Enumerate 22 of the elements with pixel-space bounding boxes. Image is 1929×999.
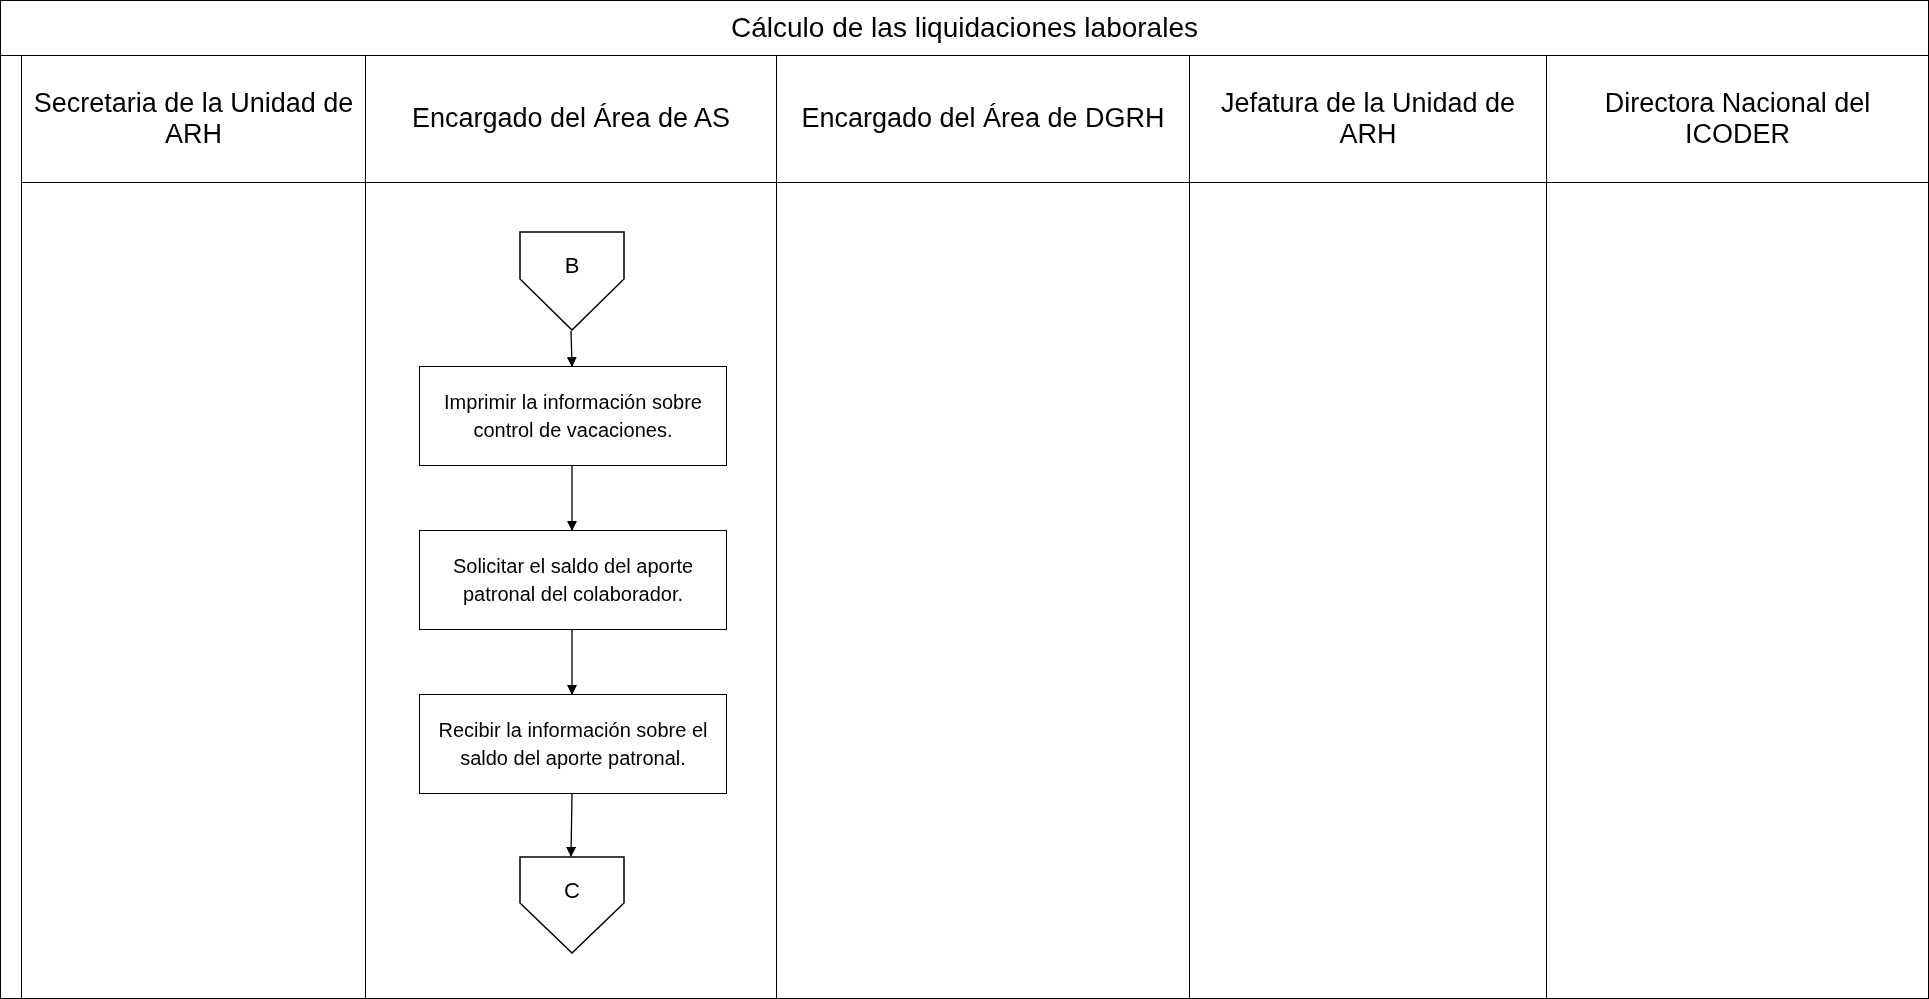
- lane-header: Encargado del Área de AS: [411, 103, 731, 135]
- diagram-title: Cálculo de las liquidaciones laborales: [1, 1, 1928, 56]
- arrow: [566, 330, 577, 367]
- process-box: Imprimir la información sobre control de vacaciones.: [419, 366, 727, 466]
- swimlane: [1546, 56, 1928, 999]
- connector-label: C: [563, 878, 581, 904]
- swimlane: [776, 56, 1189, 999]
- off-page-connector: [519, 856, 625, 954]
- arrow: [566, 793, 577, 857]
- process-box: Recibir la información sobre el saldo del aporte patronal.: [419, 694, 727, 794]
- off-page-connector: [519, 231, 625, 331]
- lane-header: Jefatura de la Unidad de ARH: [1219, 87, 1517, 151]
- arrow: [567, 465, 577, 531]
- lane-header: Encargado del Área de DGRH: [801, 103, 1165, 135]
- arrow: [567, 629, 577, 695]
- swimlane: [1189, 56, 1546, 999]
- process-box: Solicitar el saldo del aporte patronal del colaborador.: [419, 530, 727, 630]
- swimlane: [365, 56, 776, 999]
- swimlane: [21, 56, 365, 999]
- lane-header: Directora Nacional del ICODER: [1603, 87, 1872, 151]
- lane-header: Secretaria de la Unidad de ARH: [32, 87, 355, 151]
- connector-label: B: [563, 253, 581, 279]
